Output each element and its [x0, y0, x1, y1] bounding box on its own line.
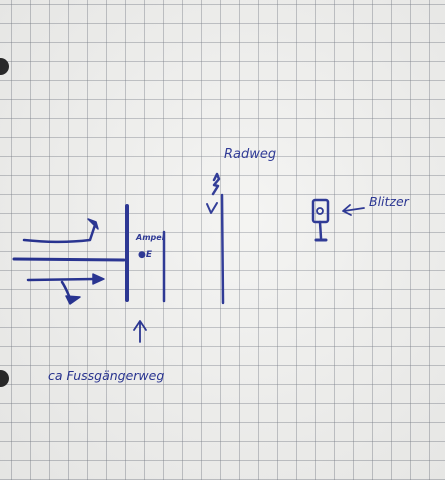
road-line	[12, 257, 126, 262]
lane-arrow-straight	[26, 277, 97, 282]
punch-hole-top	[0, 58, 9, 75]
lane-arrow-top	[22, 223, 97, 244]
bike-path-line	[220, 193, 225, 305]
speed-camera-icon	[311, 198, 330, 224]
arrowhead-straight	[92, 273, 105, 285]
camera-lens	[316, 207, 324, 215]
camera-pole	[318, 220, 323, 240]
label-blitzer: Blitzer	[369, 194, 410, 209]
arrow-left-head	[342, 204, 352, 216]
label-fussgaengerweg: ca Fussgängerweg	[48, 368, 164, 383]
bike-symbol-arrow	[206, 202, 218, 214]
punch-hole-bottom	[0, 370, 9, 387]
label-radweg: Radweg	[224, 147, 276, 162]
bike-symbol	[211, 172, 221, 196]
label-ampel: Ampel	[135, 233, 165, 242]
arrow-up-head	[133, 320, 147, 331]
arrowhead-turn	[65, 295, 81, 305]
arrow-left-icon	[343, 207, 365, 212]
arrowhead-top	[87, 218, 99, 230]
label-ampel-mark: ●E	[138, 250, 153, 260]
